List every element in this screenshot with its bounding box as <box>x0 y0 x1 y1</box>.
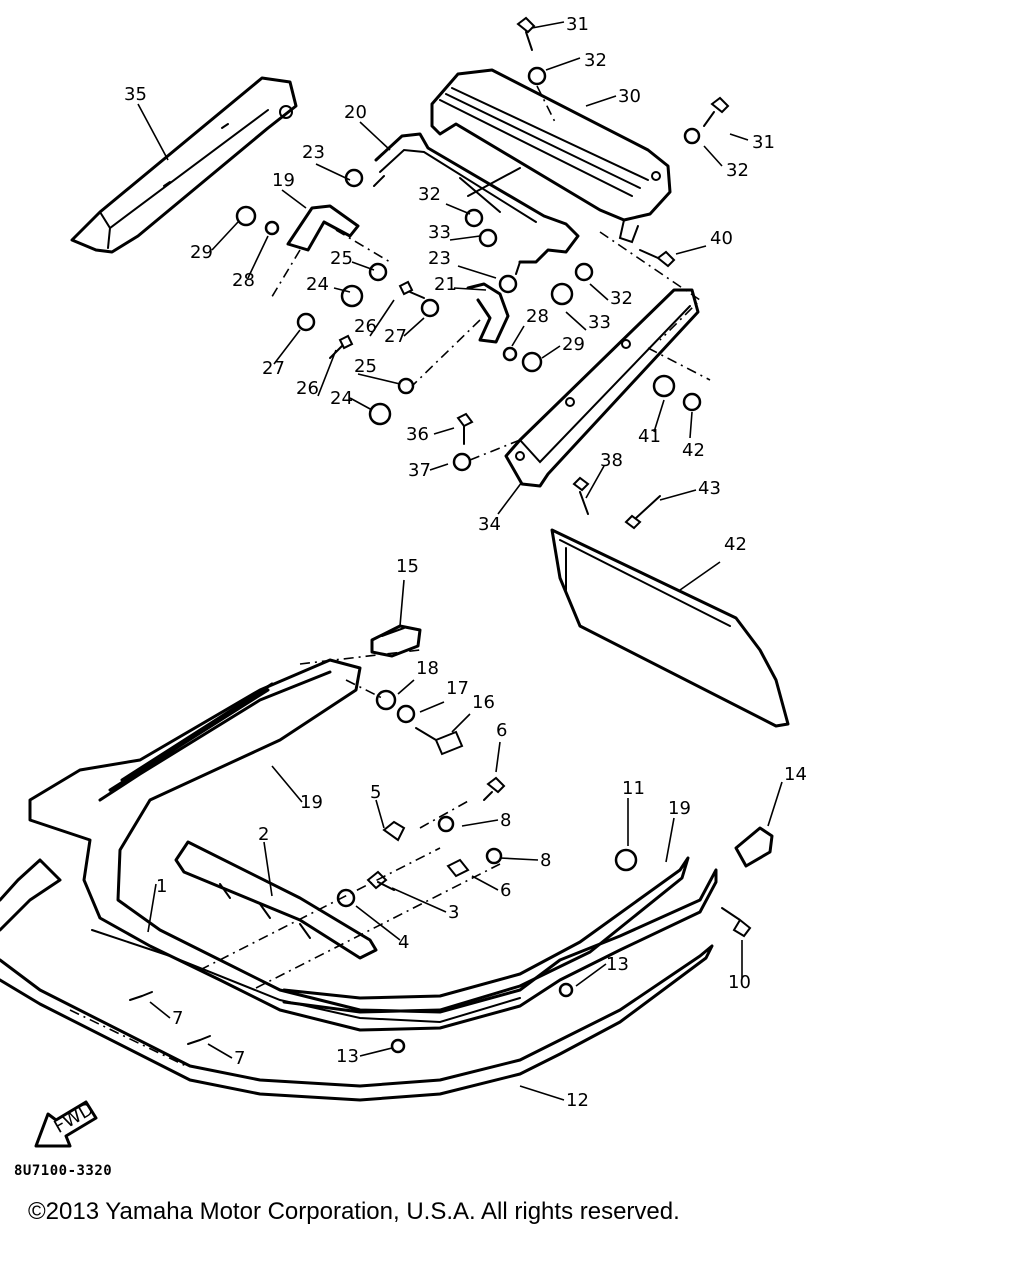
callout: 8 <box>500 810 511 831</box>
callout: 30 <box>618 86 641 107</box>
part-21-bracket <box>466 282 510 344</box>
callout: 33 <box>588 312 611 333</box>
callout: 16 <box>472 692 495 713</box>
part-14-end-cap <box>734 826 774 868</box>
part-22-bracket <box>286 204 360 252</box>
part-19-seal <box>98 670 690 1014</box>
callout: 19 <box>668 798 691 819</box>
callout: 8 <box>540 850 551 871</box>
callout: 31 <box>566 14 589 35</box>
part-12-outer-seal <box>0 858 714 1102</box>
callout: 18 <box>416 658 439 679</box>
callout: 4 <box>398 932 409 953</box>
callout: 27 <box>384 326 407 347</box>
callout: 32 <box>418 184 441 205</box>
callout: 7 <box>234 1048 245 1069</box>
callout: 26 <box>296 378 319 399</box>
callout: 38 <box>600 450 623 471</box>
callout: 43 <box>698 478 721 499</box>
copyright-notice: ©2013 Yamaha Motor Corporation, U.S.A. A… <box>28 1198 680 1225</box>
callout: 28 <box>232 270 255 291</box>
hardware <box>129 16 752 1054</box>
part-30-grab-rail <box>430 68 672 244</box>
callout: 13 <box>336 1046 359 1067</box>
callout: 32 <box>610 288 633 309</box>
fwd-arrow-icon: FWD <box>34 1099 98 1148</box>
callout: 5 <box>370 782 381 803</box>
callout: 34 <box>478 514 501 535</box>
callout: 13 <box>606 954 629 975</box>
callout: 6 <box>500 880 511 901</box>
callout: 19 <box>300 792 323 813</box>
callout: 25 <box>354 356 377 377</box>
callout: 35 <box>124 84 147 105</box>
callout: 6 <box>496 720 507 741</box>
assembly-lines <box>69 85 711 1067</box>
callout: 31 <box>752 132 775 153</box>
callout: 20 <box>344 102 367 123</box>
callout: 28 <box>526 306 549 327</box>
callout: 21 <box>434 274 457 295</box>
callout: 42 <box>682 440 705 461</box>
callout: 29 <box>562 334 585 355</box>
part-42-lid-liner <box>550 528 790 728</box>
callout: 2 <box>258 824 269 845</box>
callout: 10 <box>728 972 751 993</box>
callout: 24 <box>330 388 353 409</box>
callout: 17 <box>446 678 469 699</box>
part-2-trim <box>174 840 378 960</box>
callouts: 31 32 30 31 32 35 20 23 19 32 33 23 40 2… <box>124 14 807 1111</box>
callout: 1 <box>156 876 167 897</box>
callout: 11 <box>622 778 645 799</box>
callout: 32 <box>726 160 749 181</box>
part-20-bracket <box>373 132 580 275</box>
callout: 32 <box>584 50 607 71</box>
callout: 14 <box>784 764 807 785</box>
callout: 33 <box>428 222 451 243</box>
callout: 26 <box>354 316 377 337</box>
callout: 12 <box>566 1090 589 1111</box>
callout: 19 <box>272 170 295 191</box>
diagram-code: 8U7100-3320 <box>14 1163 113 1179</box>
part-1-lid-frame <box>28 658 718 1032</box>
callout: 23 <box>428 248 451 269</box>
callout: 36 <box>406 424 429 445</box>
callout: 7 <box>172 1008 183 1029</box>
callout: 25 <box>330 248 353 269</box>
callout: 29 <box>190 242 213 263</box>
part-35-carrier-cover <box>70 76 298 254</box>
callout: 37 <box>408 460 431 481</box>
callout: 24 <box>306 274 329 295</box>
callout: 40 <box>710 228 733 249</box>
callout: 27 <box>262 358 285 379</box>
callout: 41 <box>638 426 661 447</box>
callout: 3 <box>448 902 459 923</box>
part-34-carrier-arm <box>504 288 700 488</box>
leader-lines <box>137 21 783 1101</box>
callout: 15 <box>396 556 419 577</box>
callout: 42 <box>724 534 747 555</box>
callout: 23 <box>302 142 325 163</box>
